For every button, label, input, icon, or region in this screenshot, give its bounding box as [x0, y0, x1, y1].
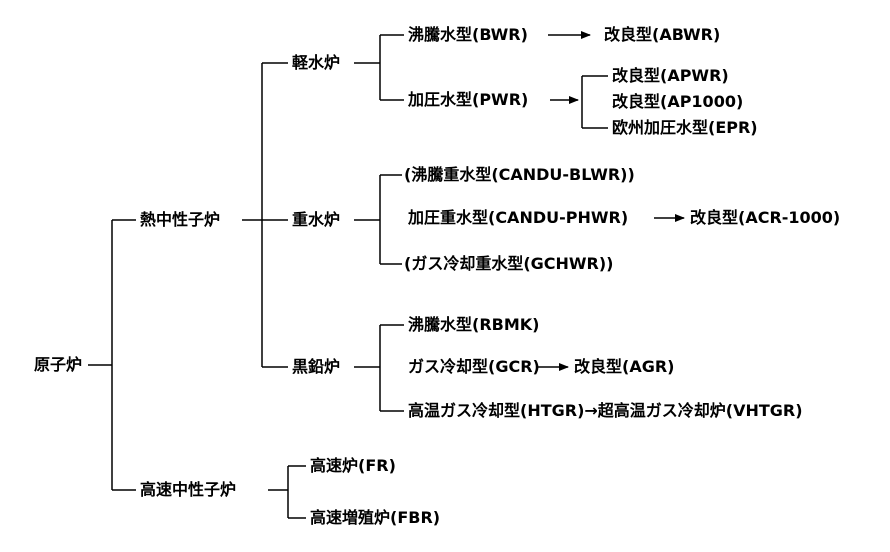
abwr-label: 改良型(ABWR): [604, 25, 721, 44]
rbmk-label: 沸騰水型(RBMK): [408, 315, 540, 334]
htgr-vhtgr-label: 高温ガス冷却型(HTGR)→超高温ガス冷却炉(VHTGR): [408, 401, 803, 420]
graphite-reactor-label: 黒鉛炉: [292, 357, 341, 376]
pwr-label: 加圧水型(PWR): [408, 90, 529, 109]
heavy-water-reactor-label: 重水炉: [292, 210, 341, 229]
root-node-label: 原子炉: [34, 355, 83, 374]
candu-blwr-label: (沸騰重水型(CANDU-BLWR)): [404, 165, 635, 184]
candu-phwr-label: 加圧重水型(CANDU-PHWR): [408, 208, 629, 227]
fbr-label: 高速増殖炉(FBR): [310, 508, 441, 527]
acr-1000-label: 改良型(ACR-1000): [690, 208, 841, 227]
epr-label: 欧州加圧水型(EPR): [612, 118, 758, 137]
bwr-label: 沸騰水型(BWR): [408, 25, 528, 44]
fr-label: 高速炉(FR): [310, 456, 396, 475]
gcr-label: ガス冷却型(GCR): [408, 357, 540, 376]
light-water-reactor-label: 軽水炉: [292, 53, 341, 72]
gchwr-label: (ガス冷却重水型(GCHWR)): [404, 254, 614, 273]
apwr-label: 改良型(APWR): [612, 66, 729, 85]
thermal-neutron-reactor-label: 熱中性子炉: [140, 210, 221, 229]
agr-label: 改良型(AGR): [574, 357, 675, 376]
ap1000-label: 改良型(AP1000): [612, 92, 744, 111]
fast-neutron-reactor-label: 高速中性子炉: [140, 480, 237, 499]
